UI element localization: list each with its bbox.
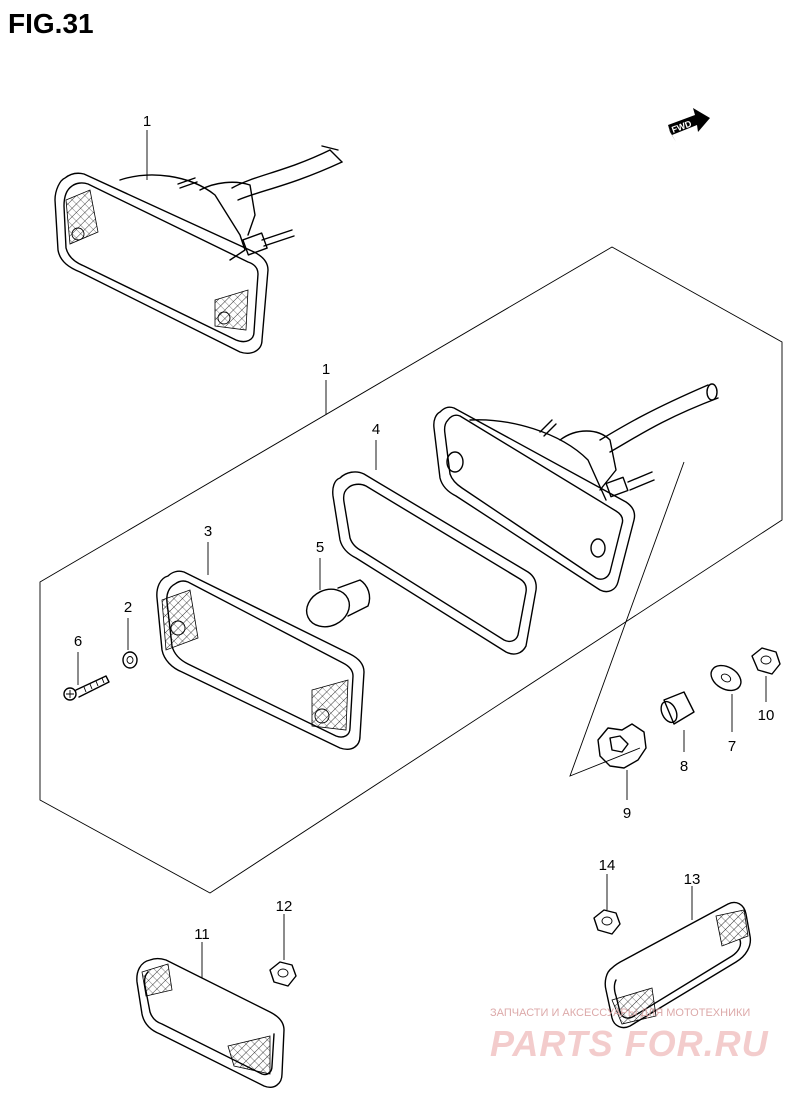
callout-11: 11 [194,926,210,943]
exploded-assembly-outline [39,246,783,894]
callout-14: 14 [599,857,616,874]
forward-arrow-icon: FWD [668,108,710,142]
callout-2: 2 [124,599,132,616]
part-1-housing [433,383,719,593]
callout-5: 5 [316,539,324,556]
part-7-washer [710,664,742,732]
part-10-nut [751,647,781,702]
part-8-collar [660,691,695,752]
forward-arrow-label: FWD [670,118,693,135]
part-9-grommet [597,723,647,800]
part-14-nut [593,874,621,935]
callout-12: 12 [276,898,293,915]
watermark-brand: PARTS FOR.RU [490,1023,769,1064]
watermark-subtitle: ЗАПЧАСТИ И АКСЕССУАРЫ ДЛЯ МОТОТЕХНИКИ [490,1007,750,1019]
part-6-screw [63,652,110,701]
callout-10: 10 [758,707,775,724]
callout-13: 13 [684,871,701,888]
callout-6: 6 [74,633,82,650]
callout-8: 8 [680,758,688,775]
figure-title: FIG.31 [8,8,94,39]
callout-9: 9 [623,805,631,822]
part-3-lens [156,542,365,750]
part-2-washer [122,618,138,669]
part-5-bulb [305,558,371,628]
callout-7: 7 [728,738,736,755]
grommet-group-outline [569,461,685,777]
watermark: ЗАПЧАСТИ И АКСЕССУАРЫ ДЛЯ МОТОТЕХНИКИ PA… [490,1007,769,1064]
callout-4: 4 [372,421,380,438]
part-4-gasket [332,440,537,655]
callout-1-assembly: 1 [322,361,330,378]
part-13-reflector [604,886,752,1029]
part-12-nut [269,914,297,987]
part-11-reflector [136,942,285,1088]
callout-3: 3 [204,523,212,540]
part-1-lamp-assembly-top [54,130,343,354]
callout-1-top: 1 [143,113,151,130]
